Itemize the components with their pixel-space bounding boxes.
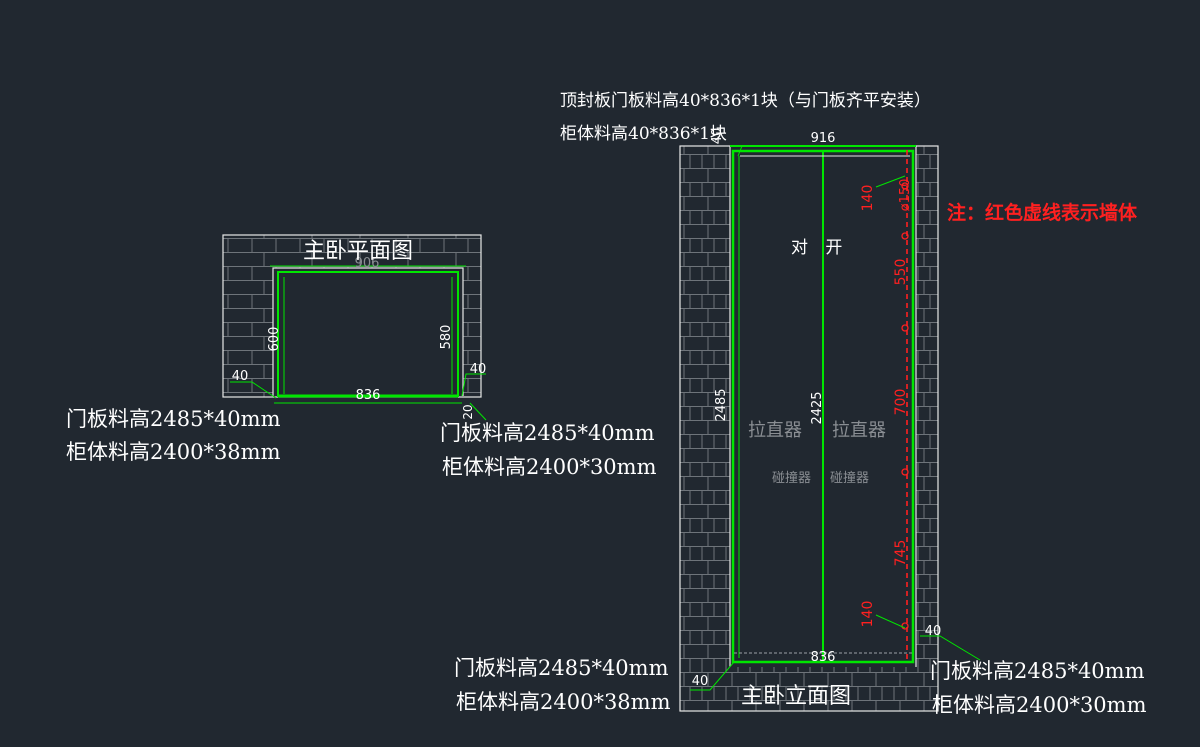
plan-dim-left: 600 (267, 327, 282, 352)
plan-dim-inner: 836 (356, 388, 381, 403)
wall-dim-phi150: ø150 (898, 179, 913, 212)
elev-right-note-door: 门板料高2485*40mm (930, 659, 1145, 683)
plan-left-leader (230, 381, 277, 399)
elev-title: 主卧立面图 (741, 684, 852, 709)
plan-dim-right: 580 (439, 325, 454, 350)
elev-left-note-body: 柜体料高2400*38mm (456, 690, 671, 714)
plan-opening (273, 268, 463, 396)
plan-dim-top: 906 (355, 256, 380, 271)
elev-opening-lines (729, 146, 917, 667)
plan-dim-right-small: 20 (461, 404, 475, 419)
plan-right-leader-2 (469, 402, 487, 421)
elev-top-leader (730, 145, 743, 157)
elev-bottom-left-leader (690, 661, 735, 691)
elev-dim-height-total: 2485 (714, 388, 729, 421)
wall-dim-550: 550 (893, 259, 909, 286)
elev-wall-markers (901, 182, 909, 630)
plan-dim-left-end: 40 (232, 369, 249, 384)
elev-dim-top: 916 (811, 131, 836, 146)
wall-dim-140-bottom: 140 (860, 601, 876, 628)
elev-dim-height-door: 2425 (810, 391, 825, 424)
elev-bumper-right: 碰撞器 (830, 471, 870, 486)
elevation-view: 916 40 2485 2425 836 40 40 140 ø150 550 … (679, 128, 981, 712)
wall-dim-140-top: 140 (860, 185, 876, 212)
plan-left-note-door: 门板料高2485*40mm (66, 407, 281, 431)
elev-top-note-line2: 柜体料高40*836*1块 (560, 124, 727, 144)
plan-right-note-door: 门板料高2485*40mm (440, 421, 655, 445)
plan-title: 主卧平面图 (303, 239, 414, 264)
elev-bottom-right-leader (920, 635, 981, 661)
elev-top-note-line1: 顶封板门板料高40*836*1块（与门板齐平安装） (560, 91, 931, 111)
plan-view: 906 836 600 580 40 40 20 (222, 234, 487, 421)
wall-dim-745: 745 (893, 540, 909, 567)
elev-140-bottom-leader (875, 614, 906, 629)
plan-left-note-body: 柜体料高2400*38mm (66, 440, 281, 464)
plan-wall-opening-line (272, 267, 464, 396)
elev-dim-bottom-right: 40 (925, 624, 942, 639)
elev-140-top-leader (875, 175, 906, 188)
elev-dim-bottom-left: 40 (692, 674, 709, 689)
elev-bumper-left: 碰撞器 (772, 471, 812, 486)
elev-center-label: 对 开 (791, 238, 849, 258)
wall-dim-700: 700 (893, 389, 909, 416)
elev-puller-right: 拉直器 (832, 420, 886, 441)
plan-right-leader (461, 373, 486, 397)
wall-legend-note: 注：红色虚线表示墙体 (947, 202, 1138, 224)
elev-dim-top-left: 40 (710, 128, 725, 145)
plan-right-note-body: 柜体料高2400*30mm (442, 455, 657, 479)
elev-puller-left: 拉直器 (748, 420, 802, 441)
elev-left-note-door: 门板料高2485*40mm (454, 656, 669, 680)
elev-dim-bottom: 836 (811, 650, 836, 665)
elev-right-note-body: 柜体料高2400*30mm (932, 693, 1147, 717)
plan-dim-right-end: 40 (470, 362, 487, 377)
